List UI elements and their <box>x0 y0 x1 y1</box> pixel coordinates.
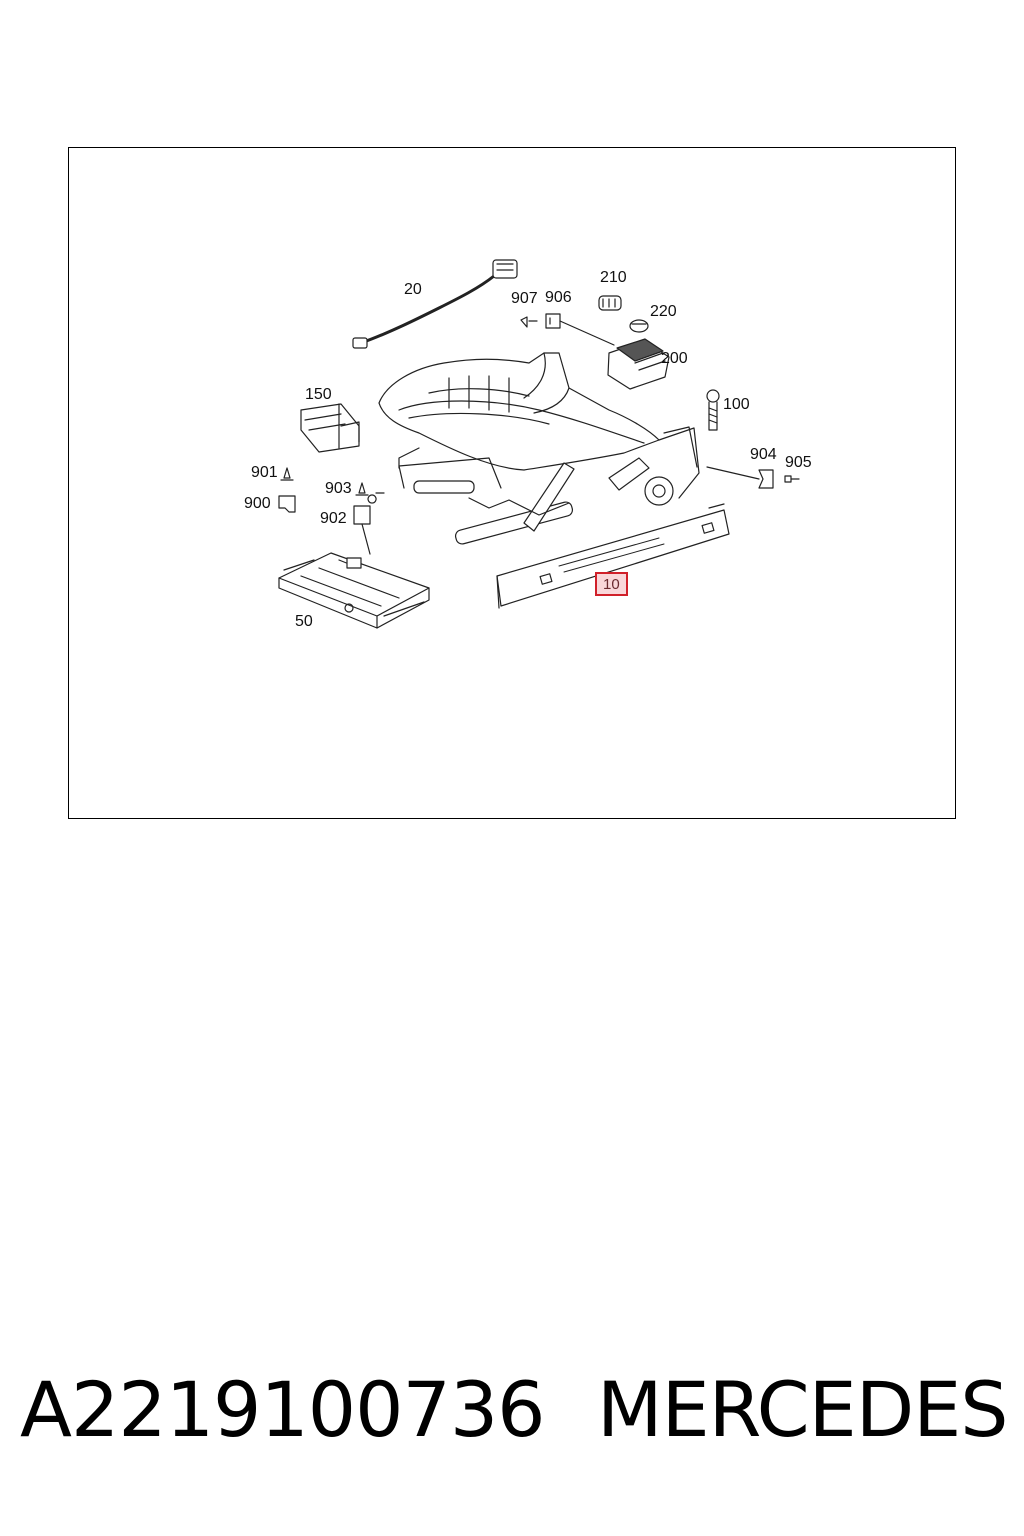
callout-906: 906 <box>545 289 572 306</box>
footer: A2219100736 MERCEDES <box>0 1372 1024 1472</box>
clips-parts-904-905 <box>706 466 800 489</box>
callout-150: 150 <box>305 386 332 403</box>
seat-frame-assembly <box>367 352 700 545</box>
callout-907: 907 <box>511 290 538 307</box>
clip-parts-907-906 <box>520 313 615 346</box>
bulb-part-220 <box>629 319 649 333</box>
callout-902: 902 <box>320 510 347 527</box>
seat-frame-exploded-diagram <box>278 259 800 629</box>
callout-210: 210 <box>600 269 627 286</box>
wiring-harness-part-20 <box>352 259 518 349</box>
bolt-part-100 <box>706 389 720 431</box>
callout-905: 905 <box>785 454 812 471</box>
callout-220: 220 <box>650 303 677 320</box>
callout-900: 900 <box>244 495 271 512</box>
callout-20: 20 <box>404 281 422 298</box>
fasteners-parts-901-900 <box>278 467 296 513</box>
fasteners-parts-903-902 <box>353 482 371 555</box>
switch-housing-part-200 <box>607 338 670 390</box>
module-part-150 <box>300 403 360 453</box>
callout-10-highlighted: 10 <box>595 572 628 596</box>
callout-200: 200 <box>661 350 688 367</box>
part-number: A2219100736 <box>20 1365 546 1454</box>
parts-diagram-frame: 20 907 906 210 220 200 150 100 901 900 9… <box>68 147 956 819</box>
callout-901: 901 <box>251 464 278 481</box>
callout-904: 904 <box>750 446 777 463</box>
seat-rail-part-10 <box>496 503 730 609</box>
callout-903: 903 <box>325 480 352 497</box>
brand-name: MERCEDES <box>597 1365 1008 1454</box>
callout-100: 100 <box>723 396 750 413</box>
callout-50: 50 <box>295 613 313 630</box>
switch-part-210 <box>598 295 622 311</box>
adjuster-module-part-50 <box>278 552 430 629</box>
